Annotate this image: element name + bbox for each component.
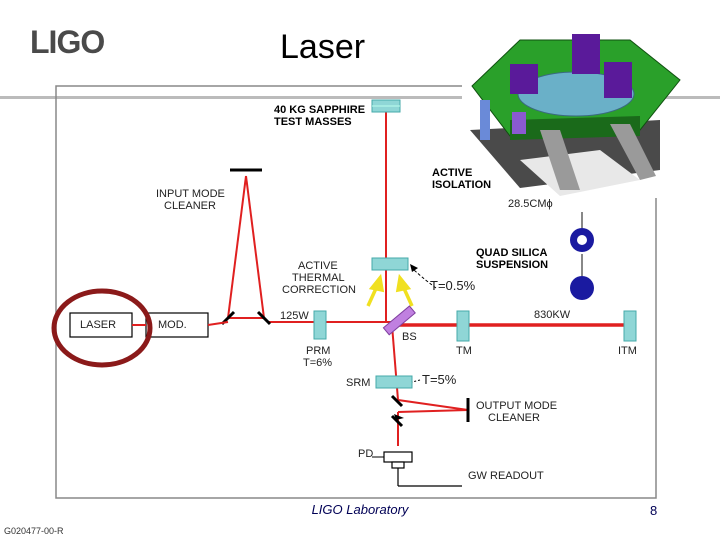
page-number: 8 xyxy=(650,503,658,518)
label-active-isolation-2: ISOLATION xyxy=(432,179,492,191)
itm-transmission-arrow xyxy=(411,267,437,289)
srm-transmission-arrow xyxy=(411,379,421,383)
thermal-correction-arrows xyxy=(366,273,414,307)
label-t-itm: T=0.5% xyxy=(430,278,476,293)
label-input-mode-cleaner-2: CLEANER xyxy=(164,200,216,212)
laser-highlight-circle xyxy=(51,288,153,368)
ligo-logo: LIGO xyxy=(30,24,105,60)
label-quad-silica-2: SUSPENSION xyxy=(476,259,549,271)
laser-box xyxy=(69,312,133,338)
quad-suspension-graphic xyxy=(570,212,594,300)
active-isolation-platform xyxy=(462,22,681,198)
laser-beam-paths xyxy=(227,106,630,446)
label-mod: MOD. xyxy=(158,319,187,331)
mod-box xyxy=(145,312,209,338)
label-itm: ITM xyxy=(618,345,637,357)
label-active-thermal-2: THERMAL xyxy=(292,272,345,284)
label-laser: LASER xyxy=(80,319,117,331)
label-t-srm: T=5% xyxy=(422,372,457,387)
srm-optic xyxy=(375,375,413,389)
label-test-masses-2: TEST MASSES xyxy=(274,116,352,128)
label-gw-readout: GW READOUT xyxy=(468,470,544,482)
label-prm: PRM xyxy=(306,345,331,357)
etm-x-optic xyxy=(623,310,637,342)
label-pd: PD xyxy=(358,448,374,460)
label-active-isolation-1: ACTIVE xyxy=(432,167,473,179)
label-input-mode-cleaner-1: INPUT MODE xyxy=(156,188,225,200)
document-id: G020477-00-R xyxy=(4,526,64,536)
footer-lab-name: LIGO Laboratory xyxy=(311,502,409,517)
label-prm-t: T=6% xyxy=(303,357,333,369)
label-arm-power: 830KW xyxy=(534,309,571,321)
label-srm: SRM xyxy=(346,377,371,389)
slide-title: Laser xyxy=(280,28,366,66)
prm-optic xyxy=(313,310,327,340)
label-test-masses-1: 40 KG SAPPHIRE xyxy=(274,104,366,116)
beamsplitter xyxy=(382,305,416,336)
itm-y-optic xyxy=(371,257,409,271)
imc-right-mirror xyxy=(256,310,272,326)
label-quad-silica-1: QUAD SILICA xyxy=(476,247,548,259)
label-tm: TM xyxy=(456,345,472,357)
label-active-thermal-3: CORRECTION xyxy=(282,284,356,296)
itm-x-optic xyxy=(456,310,470,342)
label-output-mode-cleaner-2: CLEANER xyxy=(488,412,540,424)
label-active-thermal-1: ACTIVE xyxy=(298,260,338,272)
photodetector xyxy=(383,451,413,463)
label-diameter: 28.5CMϕ xyxy=(508,198,553,210)
label-power-in: 125W xyxy=(280,310,309,322)
label-bs: BS xyxy=(402,331,417,343)
label-output-mode-cleaner-1: OUTPUT MODE xyxy=(476,400,558,412)
header-rule xyxy=(0,96,720,99)
diagram-frame xyxy=(55,85,657,499)
